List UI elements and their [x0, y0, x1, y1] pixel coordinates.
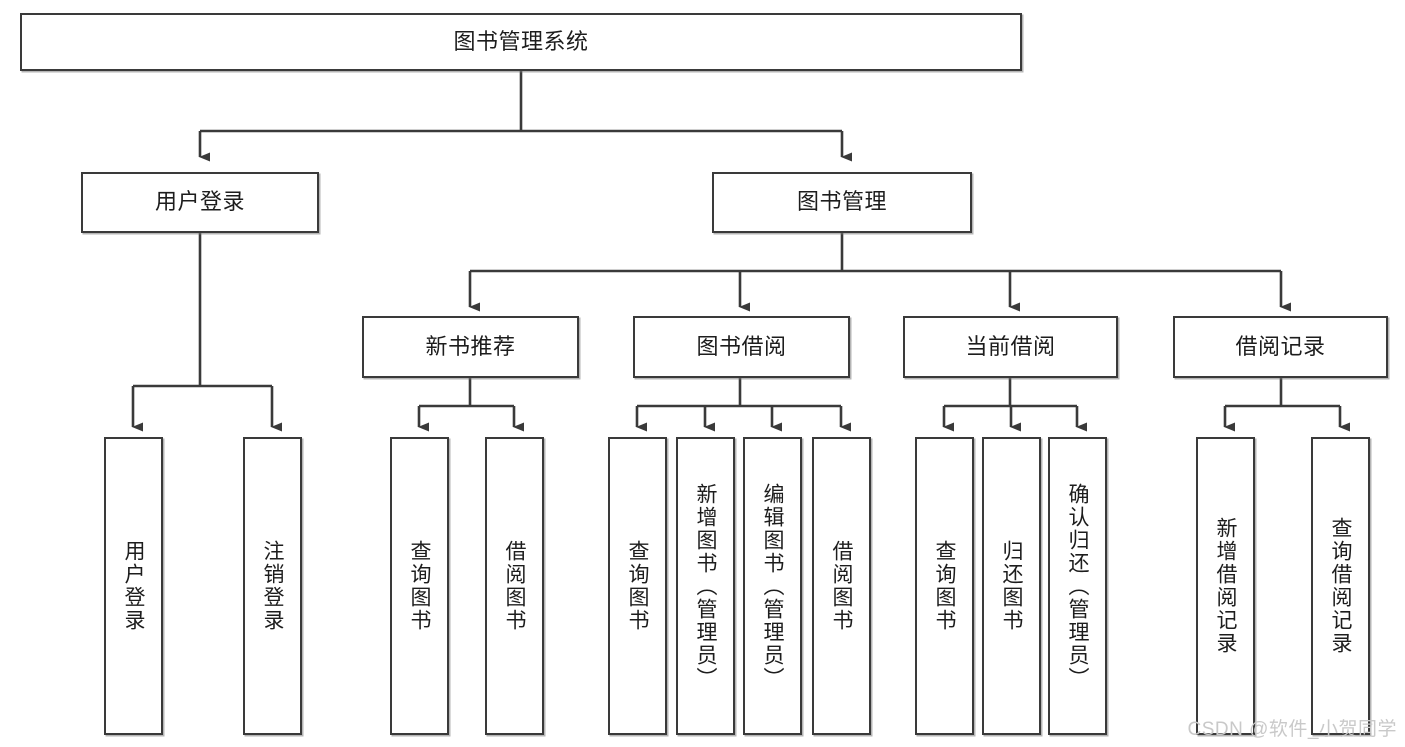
node-label: 图书借阅: [696, 333, 787, 359]
node-new-book-recommend[interactable]: 新书推荐: [362, 316, 579, 378]
node-label: 用户登录: [154, 189, 245, 215]
node-leaf-borrow-book-recommend[interactable]: 借阅图书: [485, 437, 544, 735]
node-leaf-add-borrow-record[interactable]: 新增借阅记录: [1196, 437, 1255, 735]
node-label: 归还图书: [1000, 540, 1024, 632]
node-label: 图书管理系统: [453, 28, 589, 54]
node-label: 编辑图书（管理员）: [761, 482, 785, 690]
node-leaf-edit-book-admin[interactable]: 编辑图书（管理员）: [743, 437, 802, 735]
node-label: 借阅图书: [830, 540, 854, 632]
node-label: 当前借阅: [965, 333, 1056, 359]
node-leaf-confirm-return-admin[interactable]: 确认归还（管理员）: [1048, 437, 1107, 735]
node-label: 注销登录: [261, 540, 285, 632]
node-borrow-record[interactable]: 借阅记录: [1173, 316, 1388, 378]
node-user-login[interactable]: 用户登录: [81, 172, 319, 233]
node-book-management[interactable]: 图书管理: [712, 172, 972, 233]
node-label: 新增借阅记录: [1214, 517, 1238, 655]
node-leaf-query-book-current[interactable]: 查询图书: [915, 437, 974, 735]
node-leaf-query-borrow-record[interactable]: 查询借阅记录: [1311, 437, 1370, 735]
node-label: 确认归还（管理员）: [1066, 482, 1090, 690]
node-current-borrow[interactable]: 当前借阅: [903, 316, 1118, 378]
node-label: 查询借阅记录: [1329, 517, 1353, 655]
node-label: 查询图书: [933, 540, 957, 632]
node-label: 查询图书: [626, 540, 650, 632]
node-label: 新书推荐: [425, 333, 516, 359]
node-label: 新增图书（管理员）: [694, 482, 718, 690]
node-label: 查询图书: [408, 540, 432, 632]
watermark: CSDN @软件_小贺同学: [1187, 719, 1397, 740]
node-label: 借阅图书: [503, 540, 527, 632]
node-leaf-return-book[interactable]: 归还图书: [982, 437, 1041, 735]
node-leaf-borrow-book[interactable]: 借阅图书: [812, 437, 871, 735]
node-leaf-logout-login[interactable]: 注销登录: [243, 437, 302, 735]
node-label: 用户登录: [122, 540, 146, 632]
node-label: 图书管理: [796, 189, 887, 215]
node-leaf-query-book-recommend[interactable]: 查询图书: [390, 437, 449, 735]
node-root-book-management-system[interactable]: 图书管理系统: [20, 13, 1022, 71]
node-leaf-query-book-borrow[interactable]: 查询图书: [608, 437, 667, 735]
node-label: 借阅记录: [1235, 333, 1326, 359]
node-book-borrow[interactable]: 图书借阅: [633, 316, 850, 378]
node-leaf-user-login[interactable]: 用户登录: [104, 437, 163, 735]
node-leaf-add-book-admin[interactable]: 新增图书（管理员）: [676, 437, 735, 735]
